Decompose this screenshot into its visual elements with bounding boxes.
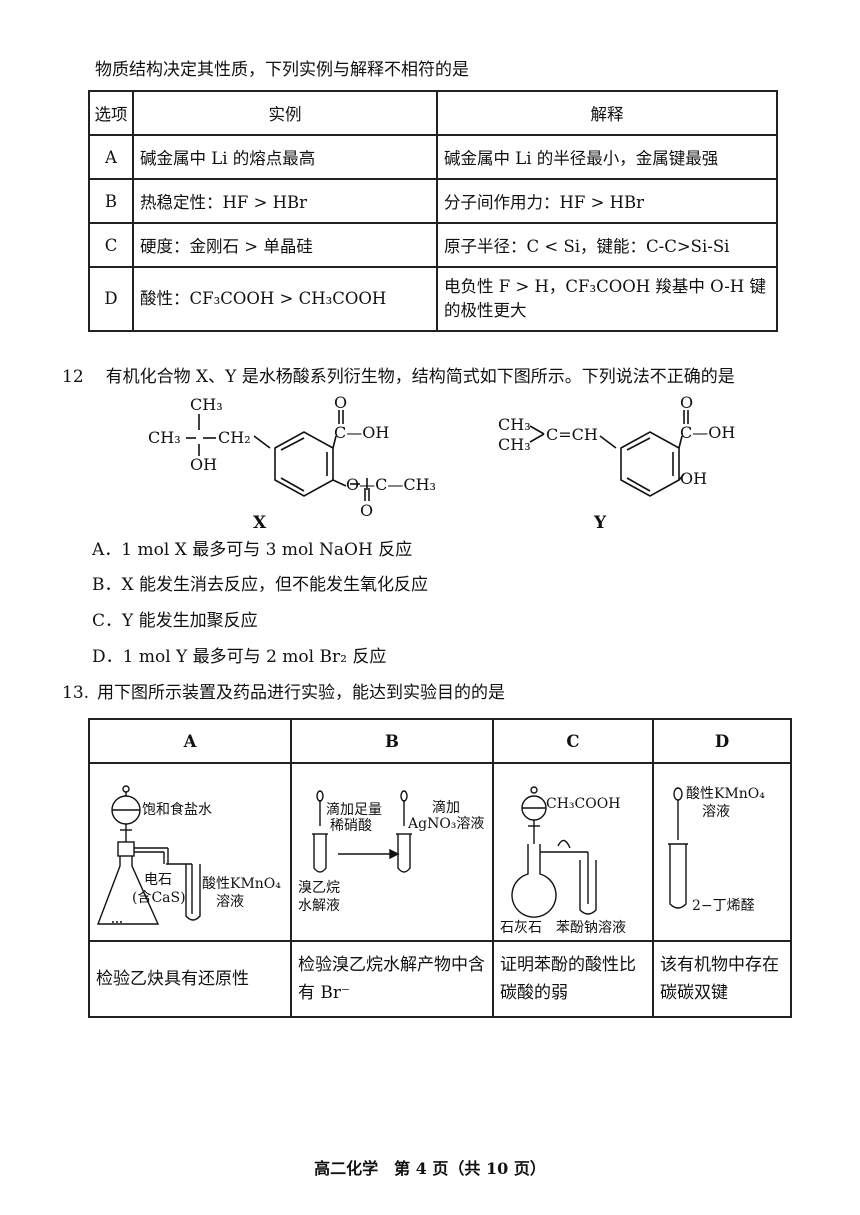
header-c: C [492,718,654,764]
y-carbonyl-o: O [680,393,693,412]
b-drop2b: AgNO₃溶液 [407,816,484,832]
table-row: C 硬度：金刚石 > 单晶硅 原子半径：C < Si，键能：C-C>Si-Si [88,222,778,268]
row-explanation: 分子间作用力：HF > HBr [436,178,778,224]
q13-apparatus-row: 饱和食盐水 电石 (含CaS) 酸性KMnO₄ 溶液 [88,762,792,942]
q12-choice-a: A．1 mol X 最多可与 3 mol NaOH 反应 [92,540,413,560]
a-flask-label2: (含CaS) [132,890,186,906]
row-example: 酸性：CF₃COOH > CH₃COOH [132,266,438,332]
d-reagent2: 溶液 [702,804,730,820]
d-substance: 2−丁烯醛 [692,898,755,914]
table-header-row: 选项 实例 解释 [88,90,778,136]
b-tube2: 水解液 [298,898,340,914]
row-explanation: 原子半径：C < Si，键能：C-C>Si-Si [436,222,778,268]
x-ch3-left: CH₃ [148,428,181,447]
q12-choice-b: B．X 能发生消去反应，但不能发生氧化反应 [92,575,428,595]
q12-header: 12 有机化合物 X、Y 是水杨酸系列衍生物，结构简式如下图所示。下列说法不正确的… [62,366,735,388]
y-ch3-b: CH₃ [498,435,531,454]
x-oh: OH [190,455,217,474]
purpose-b: 检验溴乙烷水解产物中含有 Br⁻ [290,940,494,1018]
row-example: 热稳定性：HF > HBr [132,178,438,224]
q13-number: 13. [62,683,90,703]
header-a: A [88,718,292,764]
purpose-d: 该有机物中存在碳碳双键 [652,940,792,1018]
b-drop1a: 滴加足量 [326,801,382,818]
label-x: X [253,513,267,533]
row-option: A [88,134,134,180]
apparatus-d: 酸性KMnO₄ 溶液 2−丁烯醛 [652,762,792,942]
a-flask-label1: 电石 [144,872,172,888]
header-option: 选项 [88,90,134,136]
c-funnel-label: CH₃COOH [546,796,620,812]
x-cooh: C—OH [334,423,389,442]
q11-stem: 物质结构决定其性质，下列实例与解释不相符的是 [95,60,469,80]
a-tube-label1: 酸性KMnO₄ [202,876,281,892]
row-example: 硬度：金刚石 > 单晶硅 [132,222,438,268]
page-footer: 高二化学 第 4 页（共 10 页） [314,1159,546,1178]
apparatus-a-drawing: 饱和食盐水 电石 (含CaS) 酸性KMnO₄ 溶液 [96,785,281,925]
purpose-c: 证明苯酚的酸性比碳酸的弱 [492,940,654,1018]
row-explanation: 电负性 F > H，CF₃COOH 羧基中 O-H 键的极性更大 [436,266,778,332]
label-y: Y [593,513,607,533]
a-funnel-label: 饱和食盐水 [142,801,212,818]
row-option: B [88,178,134,224]
q12-choice-d: D．1 mol Y 最多可与 2 mol Br₂ 反应 [92,647,387,667]
apparatus-b: 滴加足量 稀硝酸 滴加 AgNO₃溶液 溴乙烷 水解液 [290,762,494,942]
y-ch3-a: CH₃ [498,415,531,434]
row-option: C [88,222,134,268]
y-cooh: C—OH [680,423,735,442]
q13-table: A B C D [88,718,792,1018]
apparatus-c: CH₃COOH 石灰石 苯酚钠溶液 [492,762,654,942]
q11-table: 选项 实例 解释 A 碱金属中 Li 的熔点最高 碱金属中 Li 的半径最小，金… [88,90,778,332]
table-row: B 热稳定性：HF > HBr 分子间作用力：HF > HBr [88,178,778,224]
q13-purpose-row: 检验乙炔具有还原性 检验溴乙烷水解产物中含有 Br⁻ 证明苯酚的酸性比碳酸的弱 … [88,940,792,1018]
apparatus-c-drawing: CH₃COOH 石灰石 苯酚钠溶液 [500,786,626,936]
b-tube1: 溴乙烷 [298,880,340,896]
x-carbonyl-o: O [334,393,347,412]
table-row: A 碱金属中 Li 的熔点最高 碱金属中 Li 的半径最小，金属键最强 [88,134,778,180]
q13-header: 13. 用下图所示装置及药品进行实验，能达到实验目的的是 [62,682,505,704]
x-ch2: CH₂ [218,428,251,447]
q12-structures: CH₃ CH₃ CH₂ OH O C—OH O—C—CH₃ O CH₃ CH₃ … [148,393,735,533]
header-b: B [290,718,494,764]
c-tube-label: 苯酚钠溶液 [556,919,626,936]
y-alkene: C=CH [546,425,598,444]
d-reagent1: 酸性KMnO₄ [686,786,765,802]
c-flask-label: 石灰石 [500,920,542,936]
apparatus-a: 饱和食盐水 电石 (含CaS) 酸性KMnO₄ 溶液 [88,762,292,942]
x-ester-carbonyl-o: O [360,501,373,520]
header-d: D [652,718,792,764]
a-tube-label2: 溶液 [216,894,244,910]
header-example: 实例 [132,90,438,136]
row-example: 碱金属中 Li 的熔点最高 [132,134,438,180]
y-oh: OH [680,469,707,488]
row-explanation: 碱金属中 Li 的半径最小，金属键最强 [436,134,778,180]
q13-stem: 用下图所示装置及药品进行实验，能达到实验目的的是 [97,683,506,703]
apparatus-d-drawing: 酸性KMnO₄ 溶液 2−丁烯醛 [668,786,765,914]
purpose-a: 检验乙炔具有还原性 [88,940,292,1018]
header-explanation: 解释 [436,90,778,136]
x-ester: O—C—CH₃ [346,475,436,494]
apparatus-b-drawing: 滴加足量 稀硝酸 滴加 AgNO₃溶液 溴乙烷 水解液 [298,790,484,914]
q12-stem: 有机化合物 X、Y 是水杨酸系列衍生物，结构简式如下图所示。下列说法不正确的是 [105,367,735,387]
q13-header-row: A B C D [88,718,792,764]
q12-number: 12 [62,367,84,387]
b-drop1b: 稀硝酸 [330,818,372,834]
row-option: D [88,266,134,332]
x-ch3-top: CH₃ [190,395,223,414]
q12-choice-c: C．Y 能发生加聚反应 [92,611,258,631]
b-drop2a: 滴加 [432,799,460,816]
table-row: D 酸性：CF₃COOH > CH₃COOH 电负性 F > H，CF₃COOH… [88,266,778,332]
